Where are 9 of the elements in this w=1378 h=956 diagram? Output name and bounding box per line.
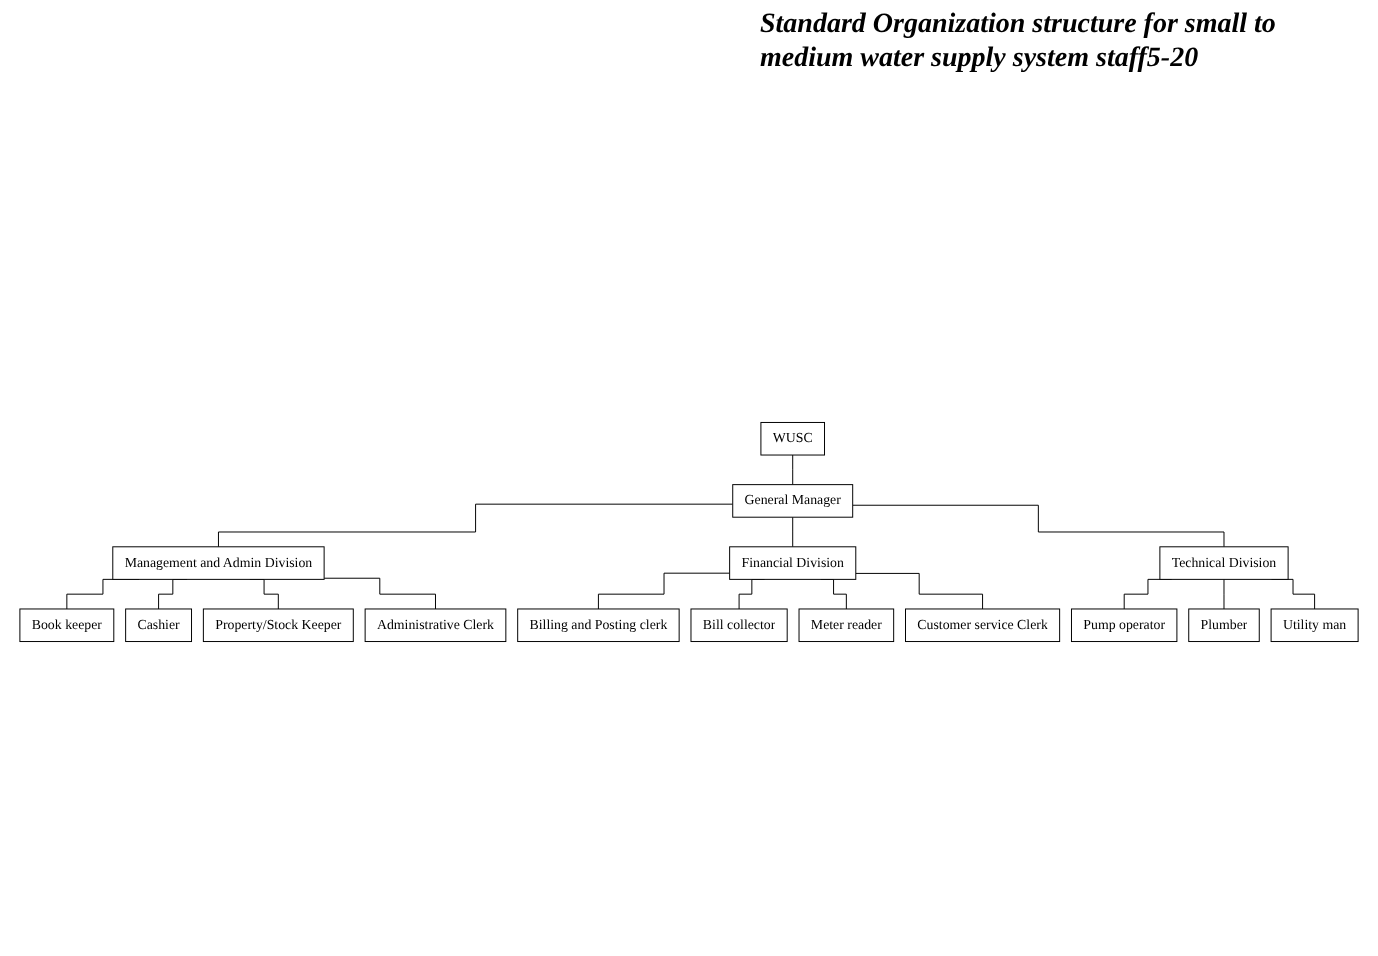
- connector: [323, 577, 436, 610]
- connector: [597, 572, 731, 610]
- connector: [855, 572, 984, 610]
- connector: [1223, 578, 1225, 610]
- connector: [852, 504, 1225, 548]
- diagram-title: Standard Organization structure for small to medium water supply system staff5-20: [760, 8, 1278, 76]
- connector: [792, 454, 794, 486]
- connector: [792, 516, 794, 548]
- connector: [217, 503, 734, 548]
